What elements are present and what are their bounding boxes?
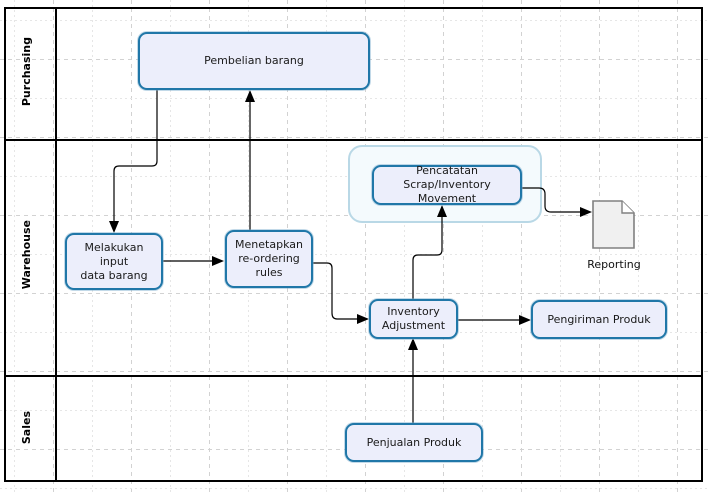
node-melakukan-input-data-barang[interactable]: Melakukan input data barang: [65, 233, 163, 290]
swimlane-frame: [4, 7, 703, 482]
lane-divider-purchasing-warehouse: [6, 139, 701, 141]
node-menetapkan-re-ordering-rules[interactable]: Menetapkan re-ordering rules: [225, 230, 313, 288]
node-menetapkan-re-ordering-rules-label: Menetapkan re-ordering rules: [235, 238, 303, 279]
lane-label-column-divider: [55, 9, 57, 480]
node-reporting-document[interactable]: [592, 200, 635, 249]
lane-label-sales-text: Sales: [20, 410, 33, 445]
node-pembelian-barang-label: Pembelian barang: [204, 54, 304, 67]
node-melakukan-input-data-barang-label: Melakukan input data barang: [80, 240, 148, 282]
node-pembelian-barang[interactable]: Pembelian barang: [138, 32, 370, 90]
node-pencatatan-scrap-inventory-movement[interactable]: Pencatatan Scrap/Inventory Movement: [372, 164, 522, 205]
node-pengiriman-produk-label: Pengiriman Produk: [547, 312, 651, 326]
document-icon: [592, 200, 635, 249]
node-penjualan-produk-label: Penjualan Produk: [366, 435, 462, 449]
node-inventory-adjustment-label: Inventory Adjustment: [381, 305, 446, 332]
node-inventory-adjustment[interactable]: Inventory Adjustment: [369, 299, 458, 339]
lane-label-purchasing-text: Purchasing: [20, 37, 33, 107]
node-reporting-label: Reporting: [587, 258, 641, 271]
lane-label-warehouse: Warehouse: [4, 137, 49, 373]
lane-divider-warehouse-sales: [6, 375, 701, 377]
node-pencatatan-scrap-inventory-movement-label: Pencatatan Scrap/Inventory Movement: [403, 164, 491, 205]
lane-label-purchasing: Purchasing: [4, 7, 49, 137]
node-penjualan-produk[interactable]: Penjualan Produk: [345, 423, 483, 462]
node-pengiriman-produk[interactable]: Pengiriman Produk: [531, 300, 667, 339]
lane-label-sales: Sales: [4, 373, 49, 482]
lane-label-warehouse-text: Warehouse: [20, 220, 33, 290]
